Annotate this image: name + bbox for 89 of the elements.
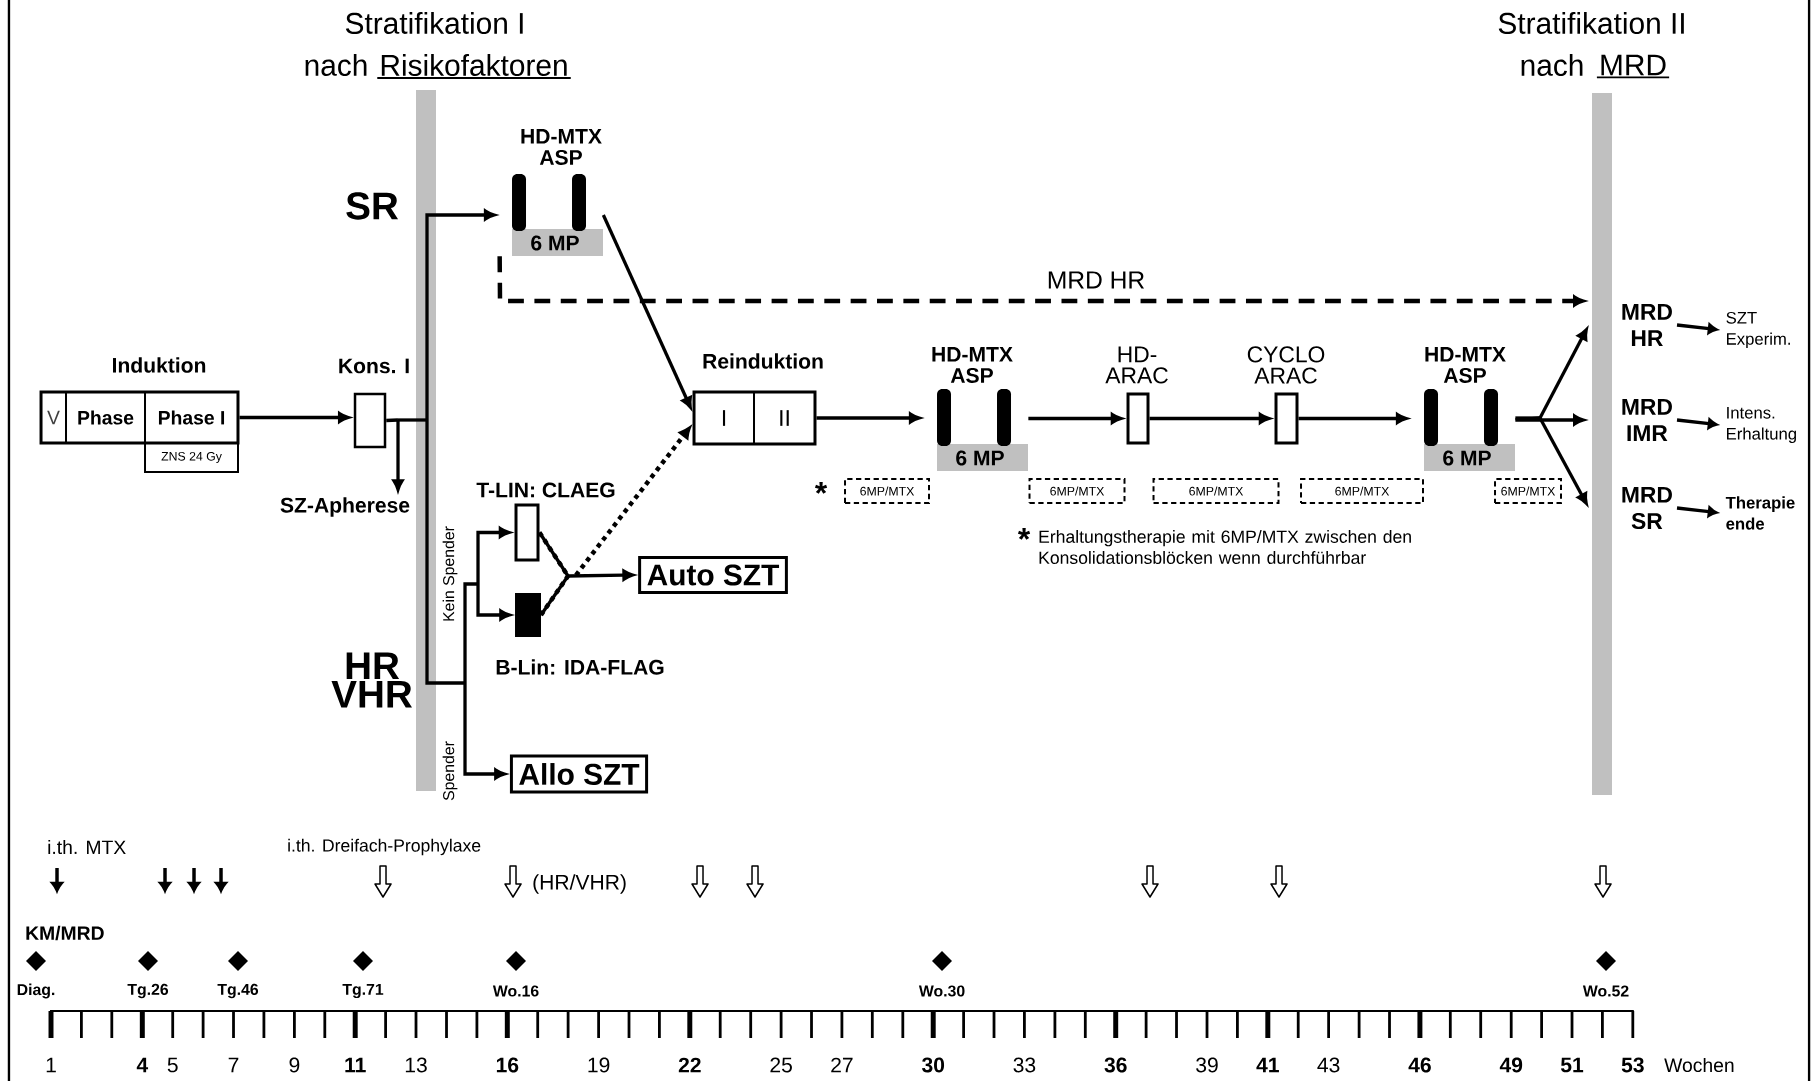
transplant-box: Allo SZT bbox=[509, 754, 649, 794]
footnote: Erhaltungstherapie mit 6MP/MTX zwischen den Konsolidationsblöcken wenn durchführbar bbox=[1039, 530, 1411, 564]
week-number: 25 bbox=[770, 1057, 792, 1073]
transplant-box: Auto SZT bbox=[638, 555, 788, 595]
timeline-label: (HR/VHR) bbox=[533, 874, 626, 894]
week-number: 30 bbox=[922, 1057, 945, 1073]
week-number: 36 bbox=[1104, 1057, 1127, 1073]
asterisk: * bbox=[1017, 528, 1031, 540]
asterisk: * bbox=[814, 482, 828, 494]
treatment-block: 6 MP bbox=[937, 389, 1028, 471]
edge-label: Kein Spender bbox=[440, 524, 460, 624]
marker-label: Wo.16 bbox=[492, 985, 539, 997]
week-number: 49 bbox=[1499, 1057, 1523, 1073]
week-number: 11 bbox=[345, 1057, 366, 1073]
marker-label: Wo.30 bbox=[918, 985, 965, 997]
box-heading: HD- ARAC bbox=[1105, 346, 1168, 384]
outcome-label: Intens. Erhaltung bbox=[1727, 407, 1796, 443]
week-number: 5 bbox=[167, 1057, 178, 1073]
arrow bbox=[601, 214, 692, 409]
timeline-label: i.th. Dreifach-Prophylaxe bbox=[288, 838, 481, 856]
axis-label: Wochen bbox=[1664, 1057, 1734, 1073]
connector-line bbox=[386, 418, 399, 423]
week-number: 46 bbox=[1408, 1057, 1431, 1073]
week-number: 1 bbox=[46, 1057, 56, 1073]
maintenance-box: 6MP/MTX bbox=[1300, 478, 1424, 504]
marker-label: Tg.71 bbox=[342, 983, 384, 999]
phase-cell: I bbox=[693, 391, 755, 445]
week-number: 43 bbox=[1317, 1057, 1340, 1073]
box-heading: Kons. I bbox=[339, 358, 409, 374]
connector-line bbox=[537, 531, 570, 578]
arrow bbox=[1676, 506, 1718, 518]
edge-label: Spender bbox=[440, 739, 460, 803]
connector-line bbox=[425, 420, 465, 685]
marker-label: Diag. bbox=[17, 983, 55, 999]
connector-line bbox=[539, 574, 570, 617]
box-heading: CYCLO ARAC bbox=[1247, 346, 1325, 384]
week-number: 41 bbox=[1256, 1057, 1279, 1073]
week-number: 51 bbox=[1560, 1057, 1584, 1073]
week-number: 13 bbox=[405, 1057, 427, 1073]
arrow bbox=[392, 420, 404, 492]
week-number: 16 bbox=[496, 1057, 519, 1073]
maintenance-box: 6MP/MTX bbox=[844, 478, 930, 504]
phase-cell: II bbox=[753, 391, 816, 445]
group-label: MRD IMR bbox=[1622, 399, 1672, 441]
block-heading: HD-MTX ASP bbox=[521, 129, 602, 165]
outcome-label: SZT Experim. bbox=[1726, 311, 1790, 349]
risk-group-label: HR VHR bbox=[331, 652, 412, 708]
arrow bbox=[476, 584, 512, 621]
connector-line bbox=[398, 418, 427, 422]
week-number: 39 bbox=[1196, 1057, 1218, 1073]
box-heading: T-LIN: CLAEG bbox=[476, 482, 615, 498]
outcome-label: Therapie ende bbox=[1725, 496, 1795, 530]
week-number: 19 bbox=[588, 1057, 610, 1073]
week-number: 9 bbox=[289, 1057, 300, 1073]
block-heading: HD-MTX ASP bbox=[1425, 347, 1506, 383]
group-label: MRD SR bbox=[1622, 486, 1672, 530]
timeline-label: i.th. MTX bbox=[48, 839, 126, 855]
connector-line bbox=[1515, 416, 1540, 420]
block-heading: HD-MTX ASP bbox=[932, 347, 1013, 383]
connector-line bbox=[463, 582, 478, 683]
group-label: MRD HR bbox=[1622, 304, 1672, 346]
risk-group-label: SR bbox=[346, 192, 399, 220]
week-number: 4 bbox=[136, 1057, 149, 1073]
note-box: ZNS 24 Gy bbox=[144, 442, 239, 473]
phase-cell: Phase bbox=[65, 391, 146, 444]
phase-cell: Phase I bbox=[144, 391, 239, 444]
marker-label: Wo.52 bbox=[1582, 985, 1629, 997]
treatment-block: 6 MP bbox=[512, 174, 603, 256]
marker-label: Tg.46 bbox=[217, 983, 259, 999]
week-number: 27 bbox=[831, 1057, 853, 1073]
maintenance-box: 6MP/MTX bbox=[1028, 478, 1126, 504]
box-heading: B-Lin: IDA-FLAG bbox=[496, 659, 664, 675]
week-number: 7 bbox=[228, 1057, 239, 1073]
arrow bbox=[1676, 418, 1718, 430]
maintenance-box: 6MP/MTX bbox=[1152, 478, 1280, 504]
box-heading: Reinduktion bbox=[703, 353, 823, 369]
box-heading: Induktion bbox=[113, 357, 206, 373]
marker-label: Tg.26 bbox=[127, 983, 169, 999]
phase-cell: V bbox=[40, 391, 67, 444]
dotted-arrow bbox=[574, 426, 691, 577]
step-label: SZ-Apherese bbox=[280, 497, 410, 517]
week-number: 53 bbox=[1621, 1057, 1644, 1073]
week-number: 22 bbox=[678, 1057, 701, 1073]
edge-label: MRD HR bbox=[1045, 269, 1147, 291]
arrow bbox=[1676, 323, 1718, 335]
timeline-label: KM/MRD bbox=[26, 925, 104, 941]
arrow bbox=[568, 569, 635, 581]
week-number: 33 bbox=[1013, 1057, 1036, 1073]
treatment-block: 6 MP bbox=[1424, 389, 1515, 471]
